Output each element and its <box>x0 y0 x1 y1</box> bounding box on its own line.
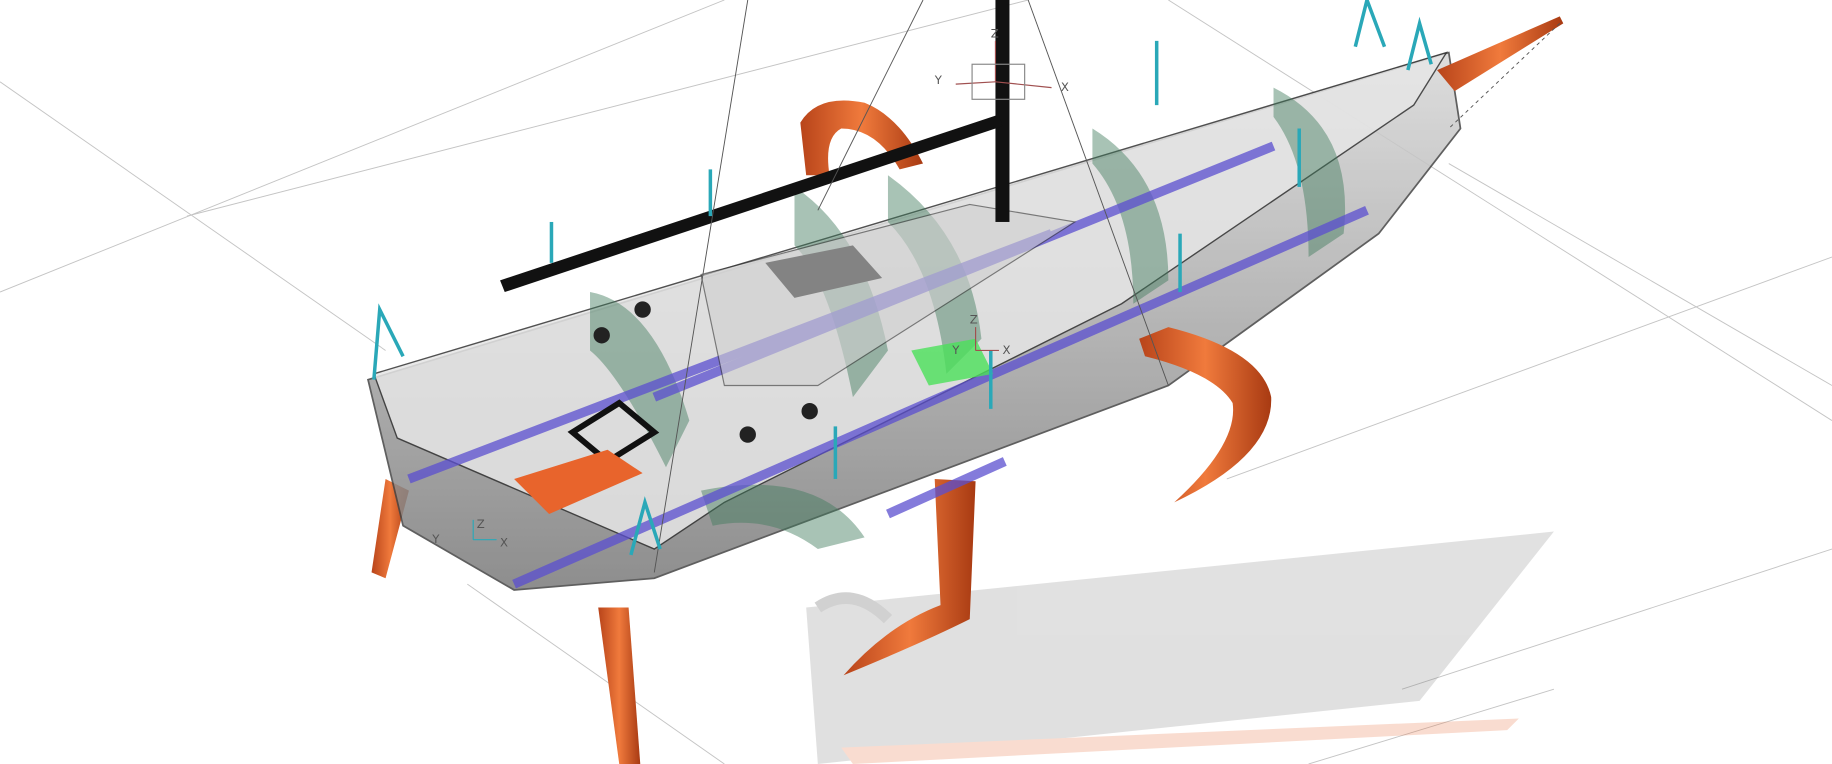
mast-triad-x-label: X <box>1061 80 1069 94</box>
keel-bulb <box>843 478 976 676</box>
keel-fin <box>598 607 641 764</box>
helm-seat <box>514 449 643 515</box>
cockpit-triad-y-label: Y <box>951 343 960 357</box>
stern-triad-z-label: Z <box>477 517 485 531</box>
mast-triad-z-label: Z <box>991 26 999 40</box>
stern-triad <box>472 519 497 541</box>
cockpit-triad-z-label: Z <box>970 313 978 327</box>
stern-triad-x-label: X <box>500 536 508 550</box>
cabin-top <box>700 203 1077 387</box>
rigging <box>653 0 1561 573</box>
cockpit-triad <box>975 327 999 352</box>
boom <box>500 114 1003 293</box>
stern-triad-y-label: Y <box>431 532 440 546</box>
winches <box>593 301 818 443</box>
mast-triad <box>955 40 1052 100</box>
mast <box>995 0 1010 222</box>
highlight-region <box>911 338 994 386</box>
bowsprit <box>1437 16 1564 92</box>
hull-reflection <box>806 531 1554 764</box>
tiller <box>567 399 660 466</box>
stanchions <box>372 0 1433 556</box>
cockpit-triad-x-label: X <box>1002 343 1010 357</box>
mast-triad-y-label: Y <box>934 73 943 87</box>
starboard-foil <box>1139 327 1272 503</box>
